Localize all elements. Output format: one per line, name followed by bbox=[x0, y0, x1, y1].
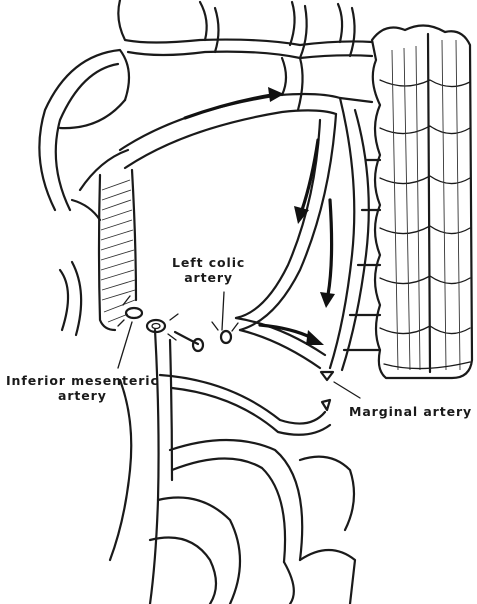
upper-vessels bbox=[39, 0, 372, 210]
arcade-vessels bbox=[236, 98, 380, 370]
descending-colon bbox=[372, 25, 472, 378]
aorta bbox=[60, 170, 136, 335]
marginal-artery-label: Marginal artery bbox=[349, 404, 472, 419]
left-colic-label-line1: Left colic bbox=[172, 255, 245, 270]
sigmoid-branches bbox=[110, 330, 355, 604]
inferior-mesenteric-label-line1: Inferior mesenteric bbox=[6, 373, 159, 388]
inferior-mesenteric-artery-label: Inferior mesenteric artery bbox=[6, 373, 159, 403]
left-colic-label-line2: artery bbox=[172, 270, 245, 285]
inferior-mesenteric-label-line2: artery bbox=[6, 388, 159, 403]
left-colic-artery-label: Left colic artery bbox=[172, 255, 245, 285]
